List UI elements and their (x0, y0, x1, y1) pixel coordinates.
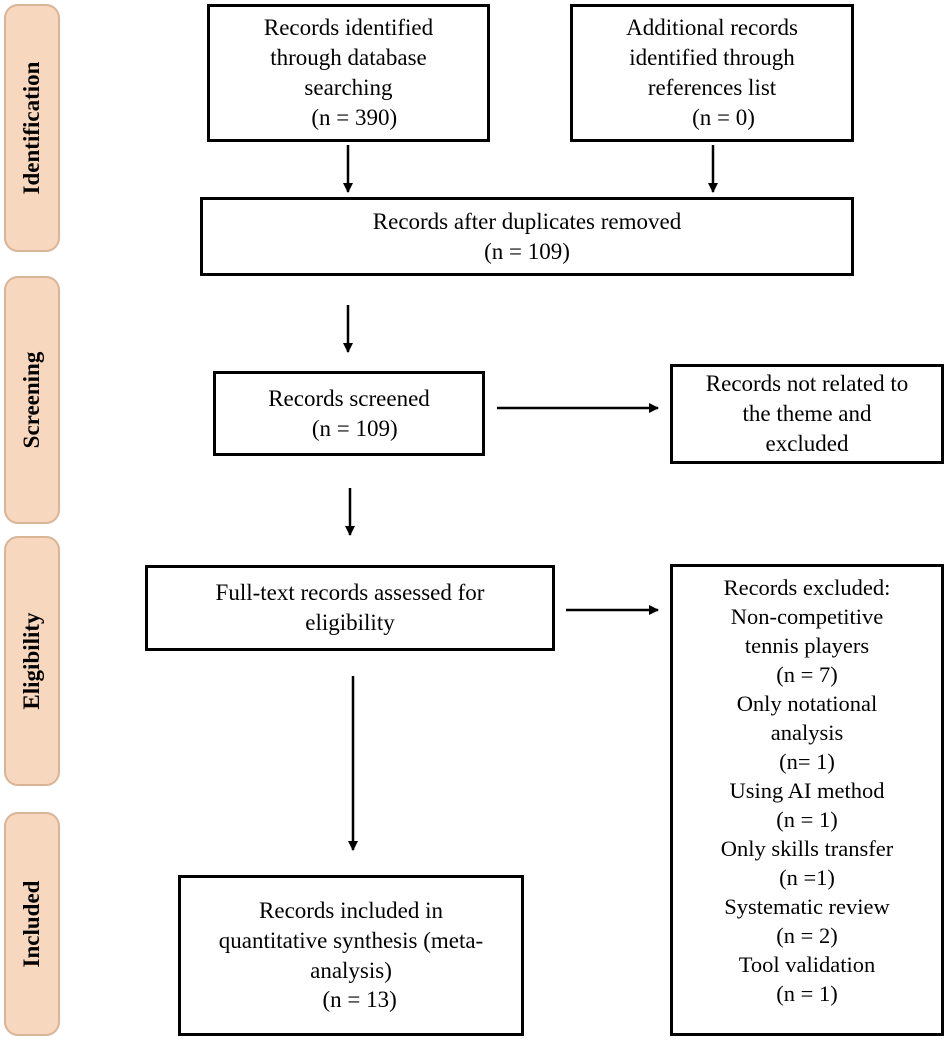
box-text-line: (n = 13) (305, 987, 397, 1013)
box-text-line: Additional records (626, 15, 798, 41)
box-text-line: Systematic review (724, 894, 890, 919)
box-text-line: (n = 109) (484, 238, 570, 264)
box-text-line: Records screened (268, 385, 430, 411)
phase-eligibility: Eligibility (4, 536, 60, 786)
box-text-line: Records excluded: (723, 575, 891, 600)
box-records-included: Records included in quantitative synthesi… (178, 875, 524, 1036)
box-additional-records: Additional records identified through refe… (570, 4, 854, 142)
box-text-line: analysis) (310, 957, 392, 983)
box-text-line: (n = 2) (776, 923, 838, 948)
box-text-line: Records after duplicates removed (372, 208, 682, 234)
box-records-screened: Records screened (n = 109) (213, 371, 485, 456)
box-text-line: identified through (629, 45, 795, 71)
box-text-line: Tool validation (738, 952, 876, 977)
box-text-line: (n = 109) (300, 415, 398, 441)
phase-identification: Identification (4, 4, 60, 252)
box-text-line: through database (270, 45, 427, 71)
box-text-line: analysis (770, 720, 844, 745)
box-text-line: tennis players (744, 633, 870, 658)
box-text-line: Non-competitive (730, 604, 884, 629)
box-text-line: references list (647, 75, 777, 100)
box-text-line: excluded (765, 430, 849, 456)
box-text-line: Only notational (736, 691, 878, 716)
box-records-excluded: Records excluded: Non-competitive tennis p… (670, 564, 944, 1036)
box-text-line: Using AI method (729, 778, 885, 803)
phase-included: Included (4, 812, 60, 1036)
box-fulltext-assessed: Full-text records assessed for eligibilit… (145, 565, 555, 651)
box-text-line: the theme and (742, 401, 872, 427)
box-after-duplicates: Records after duplicates removed (n = 109… (200, 197, 854, 276)
box-text-line: Records included in (259, 897, 443, 923)
box-text-line: Only skills transfer (720, 836, 894, 861)
box-text-line: (n = 1) (776, 981, 838, 1006)
phase-screening: Screening (4, 276, 60, 524)
box-text-line: eligibility (305, 610, 395, 635)
box-text-line: quantitative synthesis (meta- (218, 927, 484, 953)
box-text-line: (n =1) (779, 865, 835, 890)
box-text-line: (n = 1) (776, 807, 838, 832)
box-text-line: (n = 7) (776, 662, 838, 687)
box-not-related-excluded: Records not related to the theme and exclu… (670, 364, 944, 464)
box-text-line: Records not related to (705, 371, 909, 397)
box-text-line: Full-text records assessed for (215, 580, 485, 606)
box-database-records: Records identified through database search… (207, 4, 490, 142)
box-text-line: Records identified (263, 15, 434, 41)
box-text-line: (n = 0) (669, 104, 755, 130)
box-text-line: (n = 390) (299, 104, 398, 130)
box-text-line: (n= 1) (779, 749, 835, 774)
box-text-line: searching (304, 75, 393, 100)
